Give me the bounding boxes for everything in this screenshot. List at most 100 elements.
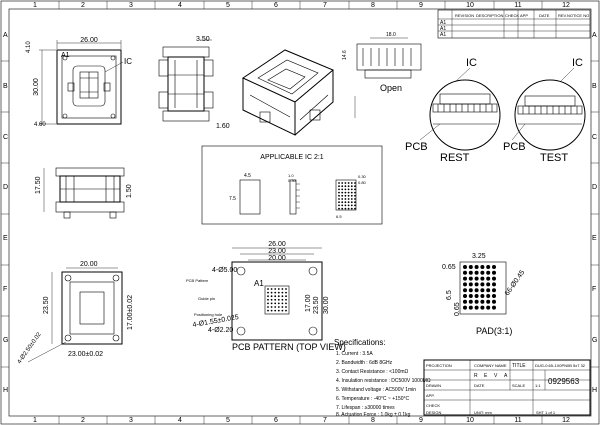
pad-ball [463, 276, 467, 281]
pcb-pad [274, 306, 277, 308]
pcb-pad [270, 309, 273, 312]
pad-ball [480, 294, 485, 298]
grid-col-label: 1 [33, 2, 37, 9]
tb-title-label: TITLE [512, 363, 526, 369]
ic-ball [347, 207, 350, 210]
ic-label: IC [572, 57, 583, 69]
pad-ball [468, 299, 473, 304]
hole-dim-1: 4-Ø5.00 [212, 267, 237, 274]
pcb-pad [281, 291, 284, 294]
pad-ball [486, 282, 491, 287]
pad-detail-view: 3.25 0.65 66-Ø0.45 6.5 0.65 PAD(3:1) [442, 253, 526, 336]
pad-ball [480, 288, 485, 293]
pcb-pad [270, 302, 273, 305]
grid-col-label: 5 [226, 2, 230, 9]
ic-ball [347, 191, 350, 194]
ic-ball-grid [338, 182, 356, 210]
pcb-pad [285, 302, 287, 305]
hole-dim-3: 4-Ø2.20 [208, 327, 233, 334]
applicable-ic-panel: APPLICABLE IC 2:1 4.5 7.5 1.0 0.30 0.30 … [201, 145, 383, 225]
spec-item: 7. Lifespan : ≥30000 times [336, 405, 395, 411]
spec-item: 2. Bandwidth : 6dB 8GHz [336, 360, 393, 366]
dim-right: 17.00±0.02 [127, 295, 134, 330]
pad-ball [486, 288, 491, 293]
spec-item: 6. Temperature : -40°C ~ +150°C [336, 396, 410, 402]
ic-ball [341, 194, 344, 197]
pcb-pad [277, 306, 280, 308]
tb-cell: DATE [474, 383, 485, 388]
rev-header: DATE [539, 13, 550, 18]
specifications: Specifications: 1. Current : 3.5A 2. Ban… [334, 338, 431, 418]
ic-ball [344, 194, 347, 197]
ic-ball [347, 194, 350, 197]
dim-outer: 26.00 [268, 241, 286, 248]
grid-row-label: G [592, 337, 597, 344]
dim-top: 3.50 [196, 36, 210, 43]
grid-col-label: 3 [129, 2, 133, 9]
dim-left: 17.50 [35, 176, 42, 194]
applicable-ic-title: APPLICABLE IC 2:1 [260, 154, 324, 161]
rev-row: A1 [440, 26, 446, 32]
pcb-pad [267, 298, 269, 301]
tb-cell: 1:1 [535, 383, 541, 388]
ic-ball [354, 207, 356, 210]
ic-ball [344, 207, 347, 210]
pcb-pad [285, 288, 287, 290]
ic-ball [341, 207, 344, 210]
grid-row-labels-left: A B C D E F G H [3, 32, 8, 394]
ic-ball [350, 198, 353, 200]
ic-ball [354, 182, 356, 184]
ic-ball [338, 198, 340, 200]
pad-ball [486, 294, 491, 298]
ic-ball [350, 185, 353, 188]
title-block: PROJECTION COMPANY NAME TITLE DUG-0.65-1… [423, 359, 591, 416]
test-view: IC PCB TEST [503, 57, 586, 164]
grid-col-label: 6 [274, 417, 278, 424]
dim-v2: 23.50 [313, 296, 320, 314]
grid-row-label: H [592, 387, 597, 394]
ic-ball [350, 194, 353, 197]
pcb-pad [270, 306, 273, 308]
pcb-pad [267, 288, 269, 290]
pcb-pad [270, 295, 273, 298]
grid-row-label: D [592, 184, 597, 191]
ic-ball [341, 185, 344, 188]
pad-ball [468, 305, 473, 310]
ic-ball [344, 204, 347, 207]
rev-header: APP [520, 13, 528, 18]
pcb-pad [285, 306, 287, 308]
pcb-pad [281, 302, 284, 305]
pcb-pad [270, 288, 273, 290]
grid-col-label: 4 [178, 2, 182, 9]
rev-header: REVISION [455, 13, 474, 18]
pad-ball [474, 265, 479, 269]
pad-ball [486, 305, 491, 310]
pad-ball [474, 282, 479, 287]
pcb-note: PCB Pattern [186, 278, 208, 283]
pad-ball [486, 270, 491, 275]
ic-ball [338, 188, 340, 191]
grid-col-label: 9 [419, 2, 423, 9]
pad-dim-side: 6.5 [446, 290, 453, 300]
ic-ball [344, 188, 347, 191]
grid-column-labels-bottom: 1 2 3 4 5 6 7 8 9 10 11 12 [33, 417, 570, 424]
pad-ball [492, 299, 496, 304]
ic-ball [347, 201, 350, 204]
pad-dim-side2: 0.65 [454, 302, 461, 316]
pcb-pad [277, 295, 280, 298]
grid-row-label: F [592, 286, 596, 293]
dim-width: 26.00 [80, 37, 98, 44]
pcb-pad [274, 309, 277, 312]
dim-bottom: 1.60 [216, 123, 230, 130]
spec-item: 5. Withstand voltage : AC500V 1min [336, 387, 416, 393]
grid-col-label: 7 [323, 2, 327, 9]
pcb-pad [277, 288, 280, 290]
ic-ball [341, 201, 344, 204]
pcb-pad [267, 291, 269, 294]
grid-col-label: 4 [178, 417, 182, 424]
pad-ball [492, 294, 496, 298]
state-label: REST [440, 152, 470, 164]
socket-iso-view [241, 49, 334, 136]
dim-inner1: 23.00 [268, 248, 286, 255]
ic-ball [341, 188, 344, 191]
